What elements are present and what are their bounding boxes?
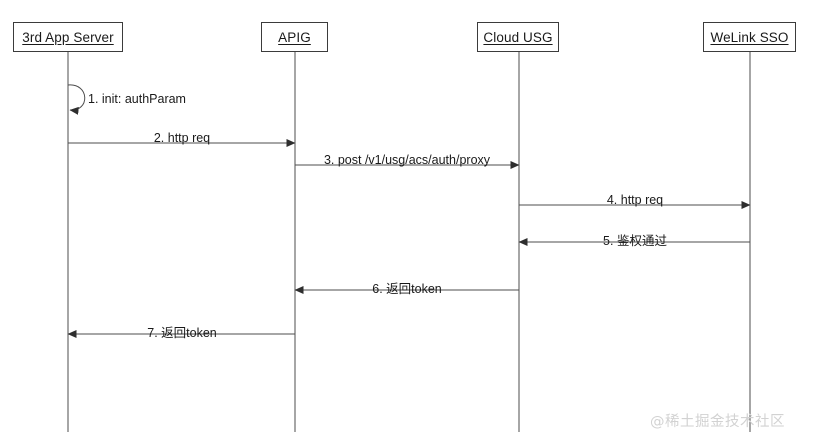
participant-box-sso[interactable]: WeLink SSO (703, 22, 796, 52)
message-label-2: 2. http req (153, 131, 211, 145)
participant-label-sso: WeLink SSO (710, 29, 789, 45)
message-label-4: 4. http req (606, 193, 664, 207)
watermark: @稀土掘金技术社区 (650, 414, 785, 430)
message-label-6: 6. 返回token (372, 282, 442, 296)
participant-label-usg: Cloud USG (483, 29, 553, 45)
message-label-5: 5. 鉴权通过 (603, 234, 667, 248)
message-arrow-1[interactable] (67, 84, 86, 115)
message-label-7: 7. 返回token (147, 326, 217, 340)
message-label-1: 1. init: authParam (88, 92, 186, 106)
participant-box-usg[interactable]: Cloud USG (477, 22, 559, 52)
participant-label-apig: APIG (278, 29, 311, 45)
participant-label-app: 3rd App Server (22, 29, 114, 45)
message-label-3: 3. post /v1/usg/acs/auth/proxy (323, 153, 491, 167)
message-arrows-group (67, 84, 751, 338)
participant-box-app[interactable]: 3rd App Server (13, 22, 123, 52)
participant-box-apig[interactable]: APIG (261, 22, 328, 52)
